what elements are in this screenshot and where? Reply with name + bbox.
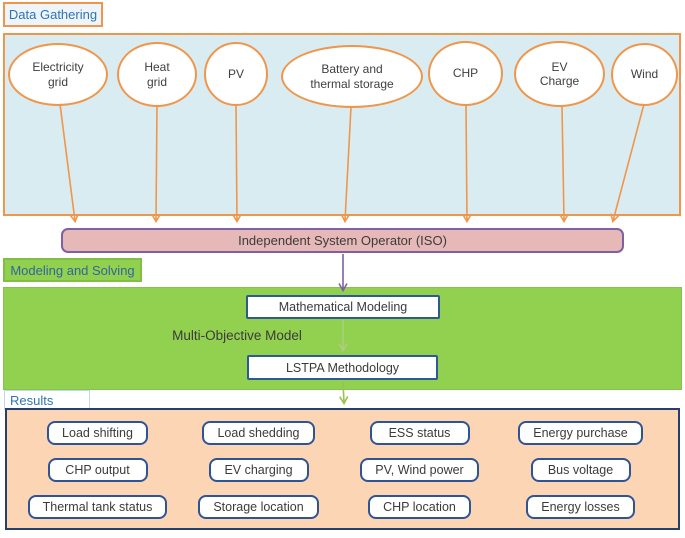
source-label-chp: CHP — [452, 66, 479, 81]
iso-bar: Independent System Operator (ISO) — [61, 228, 624, 253]
result-box-energy-purchase: Energy purchase — [518, 420, 643, 445]
result-box-storage-location: Storage location — [198, 494, 319, 519]
source-ellipse-electricity-grid: Electricity grid — [8, 43, 108, 106]
source-ellipse-wind: Wind — [611, 43, 678, 106]
source-label-pv: PV — [227, 66, 244, 81]
source-ellipse-battery-thermal-storage: Battery and thermal storage — [281, 45, 423, 108]
result-box-chp-location: CHP location — [368, 494, 471, 519]
result-box-bus-voltage: Bus voltage — [530, 457, 631, 482]
mathematical-modeling-box: Mathematical Modeling — [246, 295, 440, 319]
source-label-heat-grid: Heat grid — [144, 60, 170, 89]
source-label-battery-thermal-storage: Battery and thermal storage — [310, 62, 394, 91]
source-ellipse-pv: PV — [204, 42, 268, 106]
source-ellipse-chp: CHP — [428, 41, 503, 106]
source-ellipse-heat-grid: Heat grid — [117, 42, 197, 107]
results-grid: Load shifting Load shedding ESS status E… — [7, 410, 678, 528]
source-label-wind: Wind — [630, 67, 659, 82]
modeling-solving-label: Modeling and Solving — [3, 258, 142, 282]
result-box-thermal-tank-status: Thermal tank status — [27, 494, 168, 519]
source-label-ev-charge: EV Charge — [539, 59, 580, 88]
mathematical-modeling-label: Mathematical Modeling — [278, 300, 408, 314]
data-gathering-label: Data Gathering — [3, 2, 103, 27]
lstpa-methodology-box: LSTPA Methodology — [247, 355, 438, 380]
result-box-ev-charging: EV charging — [208, 457, 309, 482]
results-label: Results — [4, 390, 90, 410]
lstpa-methodology-label: LSTPA Methodology — [285, 360, 400, 375]
source-label-electricity-grid: Electricity grid — [32, 60, 84, 89]
source-ellipse-ev-charge: EV Charge — [514, 41, 605, 107]
result-box-chp-output: CHP output — [47, 457, 148, 482]
result-box-pv-wind-power: PV, Wind power — [360, 457, 479, 482]
result-box-energy-losses: Energy losses — [526, 494, 635, 519]
multi-objective-model-label: Multi-Objective Model — [172, 328, 302, 343]
result-box-load-shifting: Load shifting — [47, 420, 148, 445]
iso-label: Independent System Operator (ISO) — [238, 233, 447, 248]
result-box-load-shedding: Load shedding — [202, 420, 315, 445]
results-container: Load shifting Load shedding ESS status E… — [5, 408, 680, 530]
result-box-ess-status: ESS status — [369, 420, 470, 445]
